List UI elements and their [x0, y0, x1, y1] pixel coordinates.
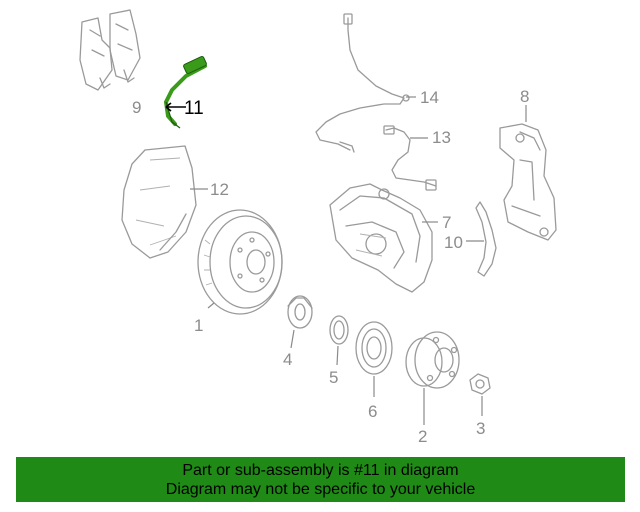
part-2-wheel-hub[interactable]	[405, 331, 460, 389]
part-9-brake-pads[interactable]	[79, 9, 141, 91]
part-5-seal[interactable]	[329, 315, 349, 345]
parts-diagram: 9 11 12 1 4 5 6 2 3 7 8 10 14 13	[79, 9, 557, 446]
info-banner: Part or sub-assembly is #11 in diagram D…	[16, 457, 625, 502]
part-14-abs-sensor-line[interactable]	[315, 13, 410, 153]
callout-14: 14	[420, 88, 439, 107]
part-10-anti-rattle-spring[interactable]	[475, 201, 497, 277]
callout-6: 6	[368, 402, 377, 421]
callout-10: 10	[444, 233, 463, 252]
part-13-brake-line[interactable]	[383, 125, 437, 191]
callout-3: 3	[476, 419, 485, 438]
part-12-splash-shield[interactable]	[121, 145, 197, 259]
callout-4: 4	[283, 350, 292, 369]
callout-labels: 9 11 12 1 4 5 6 2 3 7 8 10 14 13	[132, 87, 529, 446]
part-6-dust-ring[interactable]	[355, 321, 393, 375]
banner-line-1: Part or sub-assembly is #11 in diagram	[182, 462, 459, 479]
callout-9: 9	[132, 98, 141, 117]
callout-2: 2	[418, 427, 427, 446]
callout-8: 8	[520, 87, 529, 106]
part-4-wheel-bearing[interactable]	[287, 295, 313, 329]
callout-12: 12	[210, 180, 229, 199]
part-8-caliper-bracket[interactable]	[499, 123, 557, 241]
part-1-brake-rotor[interactable]	[197, 209, 283, 315]
part-3-axle-nut[interactable]	[469, 373, 491, 395]
part-11-wear-sensor[interactable]	[163, 55, 207, 129]
callout-1: 1	[194, 316, 203, 335]
callout-5: 5	[329, 368, 338, 387]
banner-line-2: Diagram may not be specific to your vehi…	[165, 481, 476, 498]
callout-11: 11	[184, 98, 204, 119]
callout-7: 7	[442, 213, 451, 232]
callout-leaders	[165, 96, 527, 425]
callout-13: 13	[432, 128, 451, 147]
part-7-brake-caliper[interactable]	[329, 183, 433, 293]
